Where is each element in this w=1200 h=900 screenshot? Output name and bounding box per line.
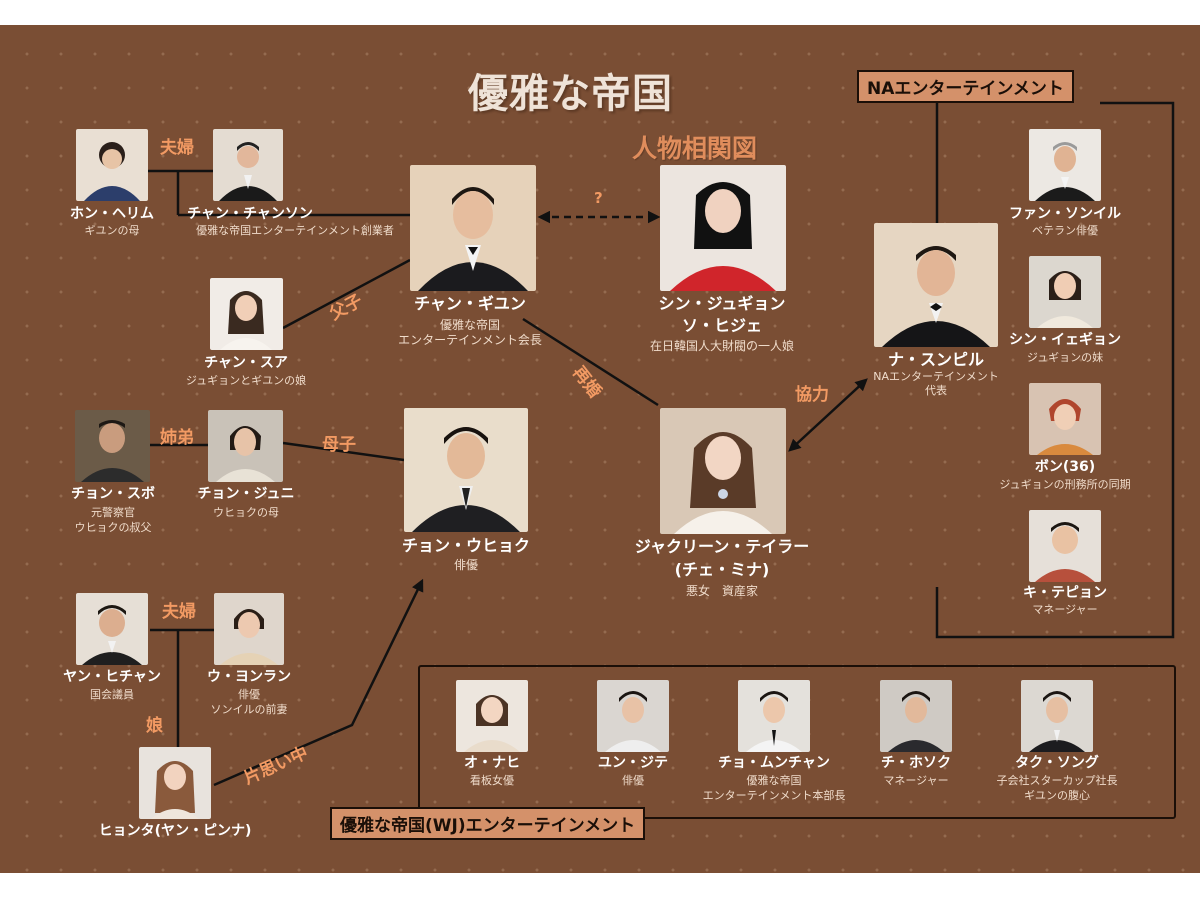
shin-igyon-name: シン・イェギョン — [1009, 332, 1121, 348]
jung-sbo-desc-2: ウヒョクの叔父 — [74, 521, 152, 534]
chang-sua-name: チャン・スア — [204, 355, 288, 371]
cho-munchan-portrait — [738, 680, 810, 752]
hwang-sonil-portrait — [1029, 129, 1101, 201]
jacqueline-desc: 悪女 資産家 — [685, 584, 759, 598]
line-sua-gyun — [282, 258, 411, 330]
jung-juni-portrait — [208, 410, 283, 482]
shin-jugyon-desc: 在日韓国人大財閥の一人娘 — [649, 339, 795, 353]
na-sunpil-desc-2: 代表 — [925, 384, 947, 397]
jung-juni-name: チョン・ジュニ — [197, 486, 295, 502]
cho-munchan-desc-2: エンターテインメント本部長 — [702, 789, 846, 802]
yun-jite-desc: 俳優 — [622, 774, 644, 787]
yang-hichan-portrait — [76, 593, 148, 665]
relation-couple-2: 夫婦 — [162, 602, 196, 622]
jung-sbo-portrait — [75, 410, 150, 482]
hyonta-name: ヒョンタ(ヤン・ピンナ) — [98, 823, 252, 839]
hyonta-portrait — [139, 747, 211, 819]
chi-hosok-name: チ・ホソク — [881, 755, 951, 771]
relation-mother-child: 母子 — [322, 435, 356, 455]
u-yonran-desc-2: ソンイルの前妻 — [210, 703, 288, 716]
jacqueline-alias: (チェ・ミナ) — [674, 560, 770, 579]
yun-jite-portrait — [597, 680, 669, 752]
na-group-label: NAエンターテインメント — [857, 70, 1074, 103]
jung-juni-desc: ウヒョクの母 — [213, 506, 279, 519]
relation-cooperation: 協力 — [795, 385, 829, 405]
line-gyun-jacqueline — [522, 317, 659, 407]
jung-sbo-name: チョン・スボ — [71, 486, 155, 502]
chi-hosok-portrait — [880, 680, 952, 752]
na-sunpil-name: ナ・スンピル — [887, 350, 985, 369]
cho-munchan-name: チョ・ムンチャン — [718, 755, 830, 771]
wj-group-label: 優雅な帝国(WJ)エンターテインメント — [330, 807, 646, 840]
na-sunpil-portrait — [874, 223, 998, 347]
shin-jugyon-alias: ソ・ヒジェ — [681, 316, 763, 335]
tak-songu-desc-1: 子会社スターカップ社長 — [996, 774, 1118, 787]
tak-songu-desc-2: ギユンの腹心 — [1024, 789, 1090, 802]
chang-gyun-portrait — [410, 165, 536, 291]
yang-hichan-name: ヤン・ヒチャン — [63, 669, 161, 685]
jung-sbo-desc-1: 元警察官 — [91, 506, 135, 519]
chang-changson-desc: 優雅な帝国エンターテインメント創業者 — [196, 224, 394, 237]
tak-songu-name: タク・ソング — [1015, 755, 1099, 771]
chang-gyun-desc-2: エンターテインメント会長 — [398, 333, 542, 347]
line-na-box-top — [935, 101, 1175, 639]
relation-siblings: 姉弟 — [160, 428, 194, 448]
shin-jugyon-name: シン・ジュギョン — [658, 294, 786, 313]
relation-couple-1: 夫婦 — [160, 138, 194, 158]
bon-desc: ジュギョンの刑務所の同期 — [999, 478, 1131, 491]
o-nahi-desc: 看板女優 — [470, 774, 514, 787]
chart-subtitle: 人物相関図 — [632, 134, 758, 163]
hwang-sonil-name: ファン・ソンイル — [1009, 206, 1121, 222]
line-juni-uhyok — [282, 441, 405, 462]
bon-portrait — [1029, 383, 1101, 455]
chang-gyun-name: チャン・ギユン — [414, 294, 526, 313]
jacqueline-name: ジャクリーン・テイラー — [634, 537, 810, 556]
relationship-chart: 優雅な帝国 人物相関図 NAエンターテインメント 優雅な帝国(WJ)エンターテイ… — [0, 25, 1200, 873]
tak-songu-portrait — [1021, 680, 1093, 752]
relation-daughter: 娘 — [146, 716, 163, 736]
hong-herim-desc: ギユンの母 — [84, 224, 140, 237]
shin-jugyon-portrait — [660, 165, 786, 291]
o-nahi-name: オ・ナヒ — [464, 755, 520, 771]
chang-changson-name: チャン・チャンソン — [187, 206, 313, 222]
hong-herim-portrait — [76, 129, 148, 201]
bon-name: ボン(36) — [1034, 459, 1096, 475]
wj-group-box — [418, 665, 1176, 819]
chi-hosok-desc: マネージャー — [883, 774, 949, 787]
u-yonran-name: ウ・ヨンラン — [207, 669, 291, 685]
relation-question: ? — [594, 189, 603, 207]
jung-uhyok-name: チョン・ウヒョク — [401, 536, 531, 555]
ki-tepyon-name: キ・テピョン — [1023, 585, 1107, 601]
yang-hichan-desc: 国会議員 — [90, 688, 134, 701]
chang-changson-portrait — [213, 129, 283, 201]
chang-sua-desc: ジュギョンとギユンの娘 — [185, 374, 307, 387]
jung-uhyok-desc: 俳優 — [453, 558, 479, 572]
chang-gyun-desc-1: 優雅な帝国 — [439, 318, 501, 332]
line-jacqueline-na — [788, 378, 868, 452]
ki-tepyon-portrait — [1029, 510, 1101, 582]
connection-lines — [148, 101, 1175, 787]
line-crush — [213, 578, 424, 787]
na-sunpil-desc-1: NAエンターテインメント — [873, 370, 999, 383]
u-yonran-desc-1: 俳優 — [238, 688, 260, 701]
hong-herim-name: ホン・ヘリム — [70, 206, 154, 222]
ki-tepyon-desc: マネージャー — [1032, 603, 1098, 616]
chart-title: 優雅な帝国 — [468, 70, 673, 117]
o-nahi-portrait — [456, 680, 528, 752]
u-yonran-portrait — [214, 593, 284, 665]
jung-uhyok-portrait — [404, 408, 528, 532]
jacqueline-portrait — [660, 408, 786, 534]
cho-munchan-desc-1: 優雅な帝国 — [746, 774, 802, 787]
yun-jite-name: ユン・ジテ — [598, 755, 668, 771]
shin-igyon-portrait — [1029, 256, 1101, 328]
shin-igyon-desc: ジュギョンの妹 — [1026, 351, 1104, 364]
chang-sua-portrait — [210, 278, 283, 350]
hwang-sonil-desc: ベテラン俳優 — [1032, 224, 1098, 237]
